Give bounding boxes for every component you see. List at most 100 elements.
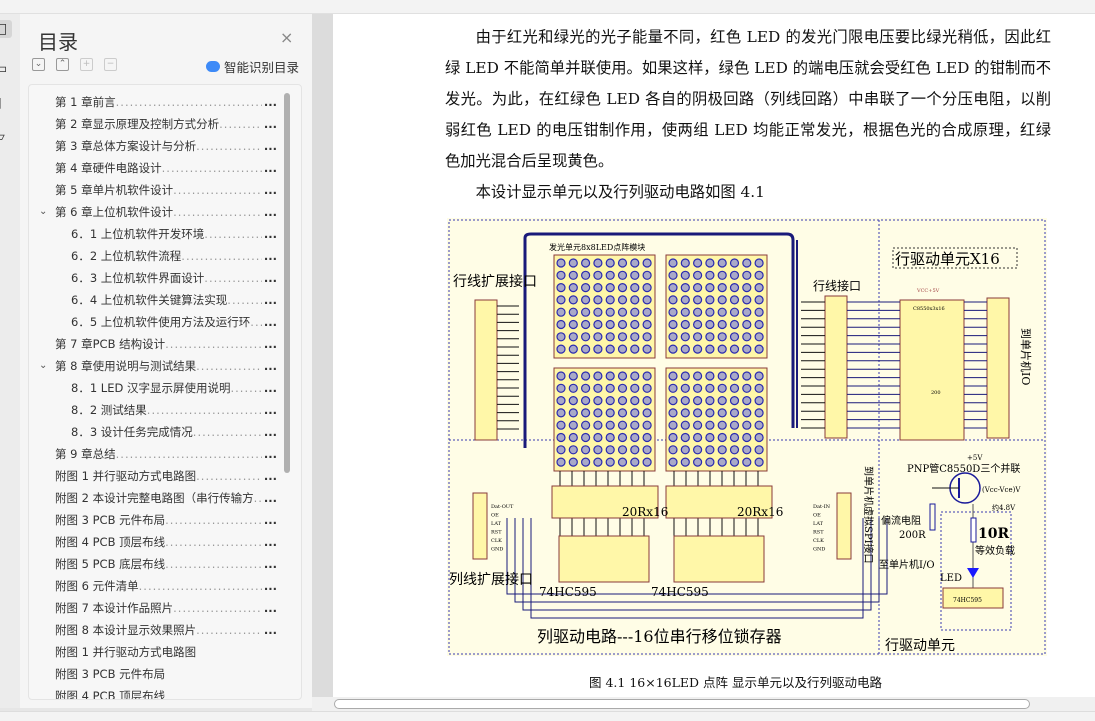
toc-item[interactable]: 6．1 上位机软件开发环境... [71, 223, 277, 245]
led-dot [593, 307, 603, 317]
row-if-label: 行线接口 [813, 278, 861, 293]
led-dot [642, 383, 652, 393]
led-dot [754, 319, 764, 330]
toc-item[interactable]: 附图 3 PCB 元件布局... [55, 509, 277, 531]
led-dot [568, 307, 578, 317]
led-dot [630, 270, 640, 280]
leader-dots [193, 421, 262, 443]
toc-item[interactable]: 附图 6 元件清单... [55, 575, 277, 597]
toc-item[interactable]: 附图 8 本设计显示效果照片... [55, 619, 277, 641]
toc-item[interactable]: 附图 7 本设计作品照片... [55, 597, 277, 619]
toc-item[interactable]: ⌄第 6 章上位机软件设计... [39, 201, 277, 223]
toc-scrollbar[interactable] [284, 93, 290, 473]
toc-rail-icon[interactable]: □ [0, 20, 12, 38]
toc-item[interactable]: 第 4 章硬件电路设计... [55, 157, 277, 179]
led-dot [729, 408, 740, 418]
toc-item[interactable]: 8．3 设计任务完成情况... [71, 421, 277, 443]
led-dot [642, 332, 652, 342]
pin-label: CLK [491, 538, 502, 544]
leader-dots [165, 333, 262, 355]
add-entry-button[interactable]: + [80, 58, 93, 71]
pin-label: LAT [491, 521, 502, 527]
expand-all-button[interactable]: ⌃ [56, 58, 69, 71]
led-dot [693, 307, 703, 317]
led-dot [617, 344, 628, 354]
pin-label: LAT [813, 521, 824, 527]
pin-label: Dat-IN [813, 504, 831, 510]
led-dot [581, 396, 591, 406]
toc-item[interactable]: 第 9 章总结... [55, 443, 277, 465]
pin-label: GND [813, 547, 825, 553]
led-dot [717, 420, 727, 430]
led-dot [668, 332, 678, 342]
toc-item[interactable]: 附图 4 PCB 顶层布线 [55, 685, 277, 699]
toc-item[interactable]: 附图 2 本设计完整电路图（串行传输方... [55, 487, 277, 509]
chevron-down-icon[interactable]: ⌄ [39, 206, 48, 217]
toc-item[interactable]: 第 1 章前言... [55, 91, 277, 113]
ellipsis: ... [263, 513, 277, 527]
leader-dots [165, 553, 262, 575]
led-dot [617, 383, 628, 393]
ellipsis: ... [263, 95, 277, 109]
res2-label: 20Rx16 [737, 505, 783, 519]
led-dot [742, 383, 752, 393]
ellipsis: ... [263, 139, 277, 153]
led-dot [754, 457, 764, 467]
toc-item-label: 第 1 章前言 [55, 95, 116, 109]
ellipsis: ... [263, 337, 277, 351]
figure-caption: 图 4.1 16×16LED 点阵 显示单元以及行列驱动电路 [589, 675, 883, 690]
ellipsis: ... [263, 205, 277, 219]
rail-icon-3[interactable]: ▯ [0, 94, 12, 112]
top-toolbar [0, 0, 1095, 14]
toc-item[interactable]: 6．5 上位机软件使用方法及运行环... [71, 311, 277, 333]
toc-item-label: 第 3 章总体方案设计与分析 [55, 139, 197, 153]
led-dot [693, 258, 703, 268]
toc-item[interactable]: 附图 1 并行驱动方式电路图... [55, 465, 277, 487]
led-dot [568, 332, 578, 342]
toc-item[interactable]: 附图 4 PCB 顶层布线... [55, 531, 277, 553]
horizontal-scrollbar[interactable] [312, 697, 1095, 711]
led-dot [617, 432, 628, 443]
led-dot [617, 420, 628, 430]
toc-item[interactable]: 第 2 章显示原理及控制方式分析... [55, 113, 277, 135]
led-dot [680, 307, 690, 317]
rail-icon-2[interactable]: ▭ [0, 61, 8, 77]
toc-item-label: 第 8 章使用说明与测试结果 [55, 359, 197, 373]
led-dot [668, 371, 678, 381]
toc-item[interactable]: 8．1 LED 汉字显示屏使用说明... [71, 377, 277, 399]
ellipsis: ... [263, 117, 277, 131]
led-dot [668, 258, 678, 268]
module-label: 发光单元8x8LED点阵模块 [549, 242, 645, 252]
led-dot [693, 332, 703, 342]
led-dot [630, 420, 640, 430]
led-dot [568, 383, 578, 393]
led-dot [581, 319, 591, 330]
led-dot [680, 445, 690, 455]
led-dot [581, 332, 591, 342]
toc-item[interactable]: 附图 1 并行驱动方式电路图 [55, 641, 277, 663]
close-icon[interactable]: × [280, 28, 294, 47]
toc-item[interactable]: 6．3 上位机软件界面设计... [71, 267, 277, 289]
toc-item[interactable]: 6．2 上位机软件流程... [71, 245, 277, 267]
led-dot [742, 319, 752, 330]
led-dot [717, 295, 727, 305]
led-matrix [665, 254, 768, 359]
toc-item[interactable]: 第 3 章总体方案设计与分析... [55, 135, 277, 157]
remove-entry-button[interactable]: − [104, 58, 117, 71]
led-dot [754, 307, 764, 317]
rail-icon-4[interactable]: ▱ [0, 128, 12, 146]
led-dot [729, 295, 740, 305]
toc-item[interactable]: ⌄第 8 章使用说明与测试结果... [39, 355, 277, 377]
scroll-thumb[interactable] [334, 699, 1030, 709]
circuit-figure: 发光单元8x8LED点阵模块 行线扩展接口 行线接口 行驱动单元X16 C855… [447, 218, 1047, 656]
toc-item[interactable]: 第 5 章单片机软件设计... [55, 179, 277, 201]
chevron-down-icon[interactable]: ⌄ [39, 360, 48, 371]
smart-toc-button[interactable]: 智能识别目录 [206, 57, 299, 76]
toc-item[interactable]: 第 7 章PCB 结构设计... [55, 333, 277, 355]
toc-item[interactable]: 8．2 测试结果... [71, 399, 277, 421]
toc-item[interactable]: 附图 5 PCB 底层布线... [55, 553, 277, 575]
toc-item[interactable]: 附图 3 PCB 元件布局 [55, 663, 277, 685]
led-dot [581, 408, 591, 418]
collapse-all-button[interactable]: ⌄ [32, 58, 45, 71]
toc-item[interactable]: 6．4 上位机软件关键算法实现... [71, 289, 277, 311]
